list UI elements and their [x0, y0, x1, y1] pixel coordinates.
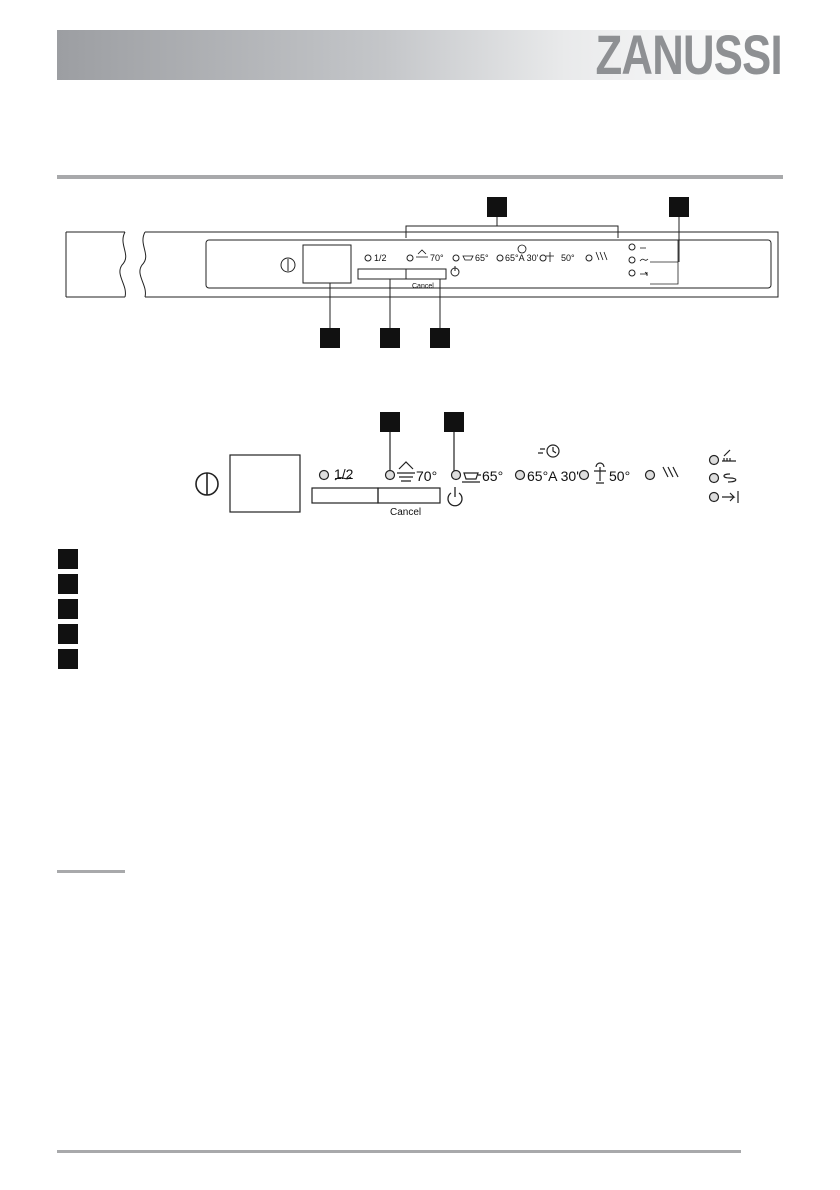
brand-logo: ZANUSSI: [595, 23, 783, 86]
rinse-icon: [662, 466, 679, 478]
glass-icon: [546, 252, 554, 262]
rinse-icon: [595, 251, 608, 261]
intensive-temp-label: 70°: [416, 468, 437, 484]
eco-temp-label: 65°A 30': [505, 253, 539, 263]
footer-rule: [57, 1150, 741, 1153]
callout-marker: [380, 412, 400, 432]
legend-marker: [58, 549, 78, 569]
header-bar: [57, 30, 783, 80]
half-load-label: 1/2: [374, 253, 387, 263]
clock-icon: [546, 444, 560, 458]
light-temp-label: 50°: [561, 253, 575, 263]
end-icon: [722, 491, 739, 503]
control-strip-diagram: 1/2 70° 65° 65°A 30' 50° Cancel: [65, 197, 779, 348]
legend-marker: [58, 599, 78, 619]
salt-icon: [722, 449, 736, 462]
cancel-label: Cancel: [390, 507, 421, 518]
program-panel-detail: 1/2 70° 65° 65°A 30' 50° Cancel: [195, 412, 739, 518]
callout-marker: [669, 197, 689, 217]
clock-icon: [517, 244, 527, 254]
cancel-label: Cancel: [412, 283, 434, 290]
half-load-label: 1/2: [334, 466, 354, 482]
glass-icon: [594, 462, 606, 484]
eco-temp-label: 65°A 30': [527, 468, 579, 484]
callout-marker: [320, 328, 340, 348]
cup-icon: [462, 255, 474, 261]
light-temp-label: 50°: [609, 468, 630, 484]
half-load-icon: [334, 476, 352, 481]
callout-marker: [487, 197, 507, 217]
rinse-aid-icon: [723, 473, 737, 483]
callout-marker: [380, 328, 400, 348]
cup-icon: [462, 472, 481, 483]
legend-marker: [58, 574, 78, 594]
legend-marker: [58, 649, 78, 669]
legend: [58, 549, 78, 674]
callout-marker: [430, 328, 450, 348]
callout-marker: [444, 412, 464, 432]
normal-temp-label: 65°: [475, 253, 489, 263]
pot-icon: [397, 461, 415, 482]
intensive-temp-label: 70°: [430, 253, 444, 263]
section-divider: [57, 175, 783, 179]
indicator-icons: [639, 247, 649, 276]
pot-icon: [416, 249, 428, 258]
normal-temp-label: 65°: [482, 468, 503, 484]
section-divider-short: [57, 870, 125, 873]
legend-marker: [58, 624, 78, 644]
